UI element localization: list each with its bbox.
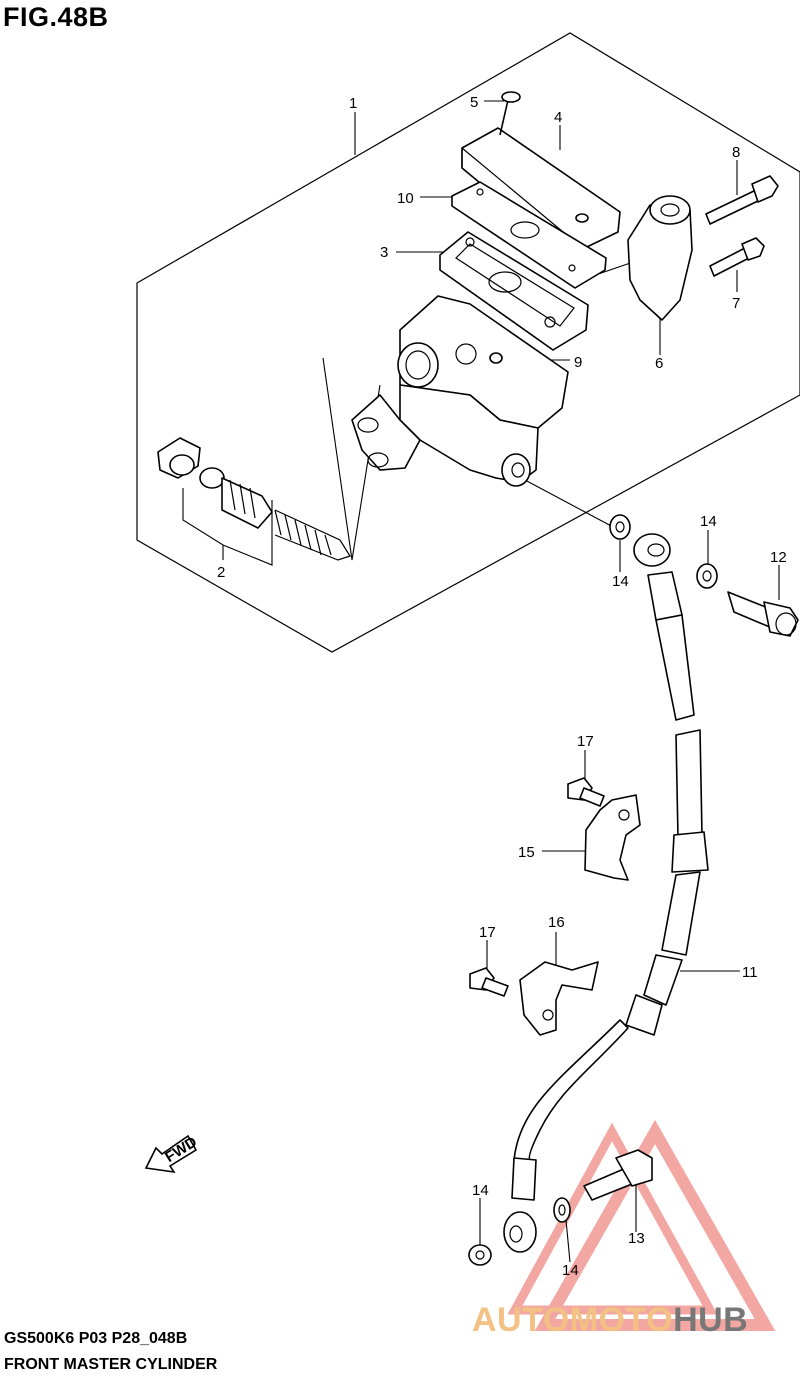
- callout-13: 13: [628, 1230, 645, 1247]
- hose-clamp-sixteen: [519, 961, 599, 1036]
- callout-17-lower: 17: [479, 924, 496, 941]
- union-bolt-upper: [727, 591, 799, 637]
- callout-15: 15: [518, 844, 535, 861]
- clamp-bolt-upper: [567, 777, 605, 807]
- callout-1: 1: [349, 95, 357, 112]
- callout-11: 11: [742, 964, 758, 981]
- watermark-wordmark: AUTOMOTOHUB: [472, 1301, 748, 1340]
- callout-2: 2: [217, 564, 225, 581]
- master-cylinder-body: [351, 295, 569, 487]
- callout-labels: 1 2 3 4 5 6 7 8 9 10 11 12 13 14 14 14 1…: [217, 94, 787, 1279]
- watermark-part-b: HUB: [673, 1301, 749, 1339]
- callout-17-upper: 17: [577, 733, 594, 750]
- clamp-bolt-lower: [469, 967, 509, 997]
- callout-14-lower-right: 14: [562, 1262, 579, 1279]
- clamp-bolt-long: [705, 175, 779, 225]
- handlebar-clamp: [627, 195, 693, 321]
- assembly-name: FRONT MASTER CYLINDER: [4, 1356, 218, 1373]
- clamp-bolt-short: [709, 237, 765, 277]
- cap-screw: [499, 91, 521, 136]
- callout-14-lower-left: 14: [472, 1182, 489, 1199]
- callout-6: 6: [655, 355, 663, 372]
- banjo-washer-lower-right: [553, 1197, 571, 1223]
- banjo-washer-upper: [609, 514, 631, 540]
- callout-5: 5: [470, 94, 478, 111]
- forward-direction-arrow: FWD: [144, 1133, 200, 1174]
- callout-3: 3: [380, 244, 388, 261]
- watermark-part-a: AUTOMOTO: [472, 1301, 674, 1339]
- callout-10: 10: [397, 190, 414, 207]
- clip-nine: [489, 352, 503, 364]
- callout-16: 16: [548, 914, 565, 931]
- callout-12: 12: [770, 549, 787, 566]
- diaphragm-plate: [451, 181, 607, 289]
- diaphragm: [439, 231, 589, 351]
- callout-14-upper-left: 14: [612, 573, 629, 590]
- fwd-label: FWD: [162, 1133, 200, 1166]
- banjo-washer-lower-left: [468, 1244, 492, 1266]
- callout-7: 7: [732, 295, 740, 312]
- hose-clamp-fifteen: [584, 794, 641, 881]
- callout-8: 8: [732, 144, 740, 161]
- callout-9: 9: [574, 354, 582, 371]
- piston-assembly: [157, 437, 351, 561]
- figure-title: FIG.48B: [3, 2, 109, 32]
- callout-14-upper-right: 14: [700, 513, 717, 530]
- assembly-outline: [136, 32, 800, 653]
- banjo-washer-upper-right: [696, 563, 718, 589]
- model-code: GS500K6 P03 P28_048B: [4, 1330, 188, 1347]
- brake-hose: [503, 533, 709, 1253]
- union-bolt-lower: [583, 1149, 653, 1201]
- callout-4: 4: [554, 109, 562, 126]
